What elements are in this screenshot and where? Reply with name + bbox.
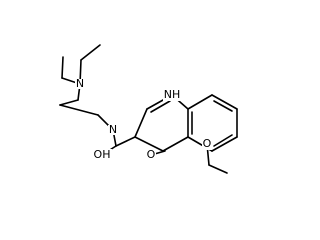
- atom-label: N: [76, 77, 84, 90]
- label-background: [163, 89, 181, 101]
- atom-label-group: N: [108, 123, 118, 136]
- bond: [211, 94, 238, 110]
- bond: [213, 134, 233, 147]
- atom-label: OH: [94, 148, 111, 161]
- bond-layer: [59, 44, 238, 174]
- label-background: [202, 138, 212, 150]
- bond: [115, 136, 136, 147]
- label-background: [92, 149, 112, 161]
- bond: [213, 100, 233, 112]
- atom-label-group: NH: [163, 88, 181, 101]
- bond: [162, 136, 189, 152]
- atom-label-layer: N NH N OH O O: [75, 77, 212, 161]
- bond: [59, 99, 79, 106]
- bond: [211, 136, 238, 152]
- atom-label: O: [147, 148, 156, 161]
- atom-label-group: OH: [92, 148, 112, 161]
- label-background: [146, 149, 156, 161]
- bond: [59, 104, 99, 116]
- bond: [208, 164, 228, 174]
- atom-label-group: O: [202, 137, 212, 150]
- label-background: [75, 79, 85, 89]
- bond: [134, 108, 148, 138]
- bond: [150, 100, 171, 113]
- bond: [61, 56, 64, 79]
- bond: [134, 136, 164, 152]
- molecule-structure: N NH N OH O O: [59, 44, 238, 174]
- atom-label-group: N: [75, 77, 85, 90]
- label-background: [108, 125, 118, 135]
- atom-label: O: [203, 137, 212, 150]
- bond: [187, 94, 213, 110]
- atom-label: NH: [164, 88, 181, 101]
- atom-label-group: O: [146, 148, 156, 161]
- bond: [80, 44, 101, 61]
- atom-label: N: [109, 123, 117, 136]
